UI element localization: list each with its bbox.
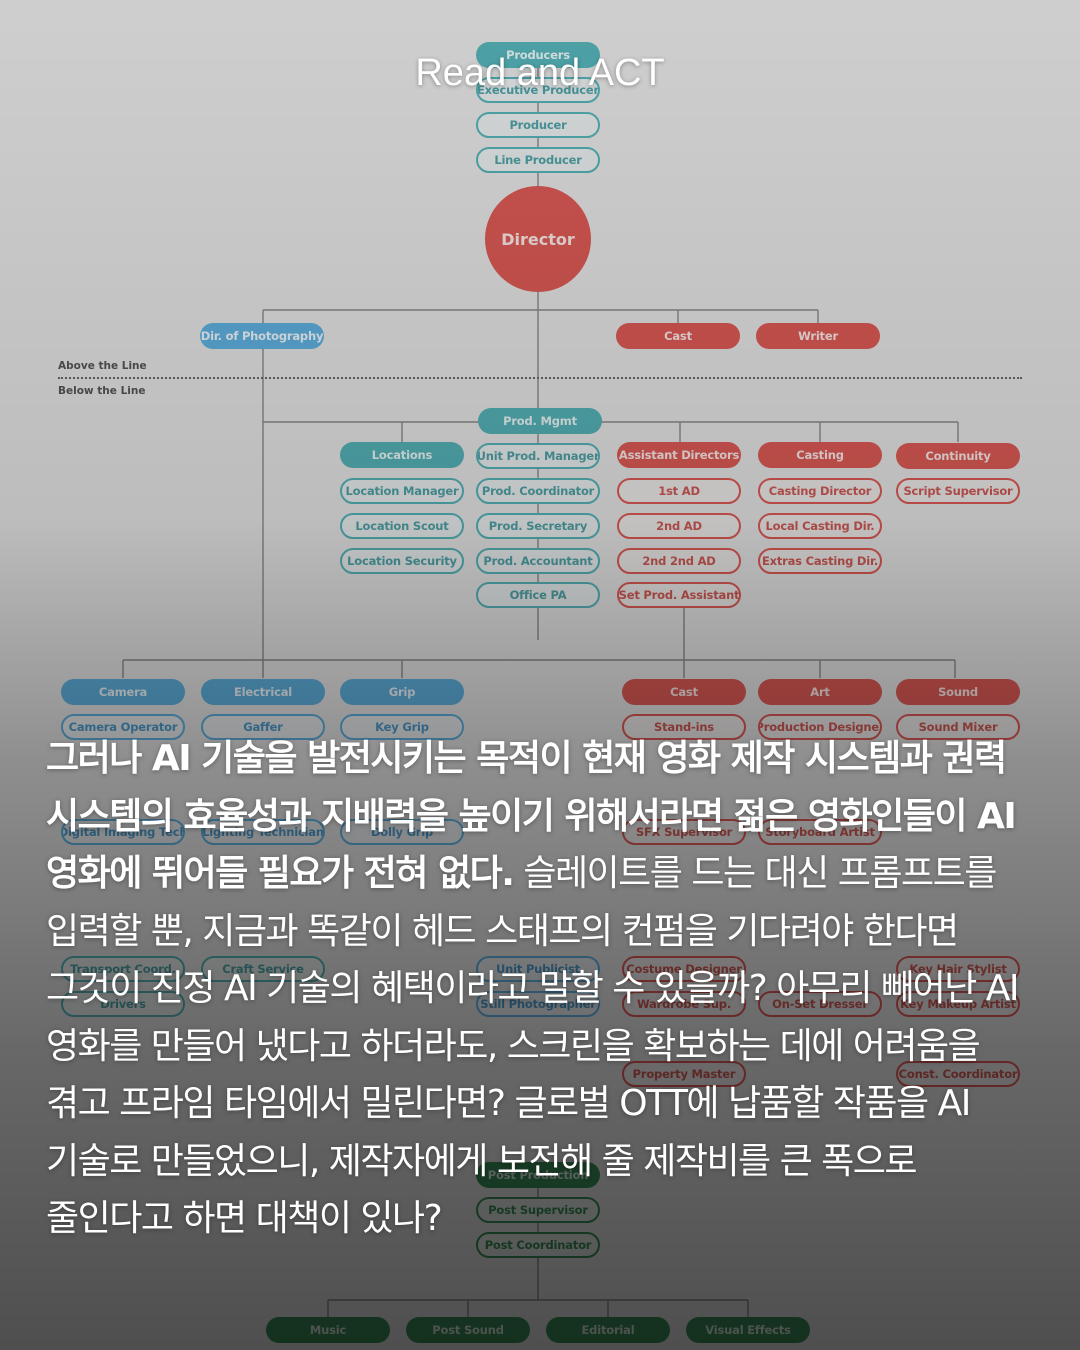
camera-node: Camera	[61, 679, 185, 705]
location-scout-node: Location Scout	[340, 513, 464, 539]
writer-node: Writer	[756, 323, 880, 349]
local-casting-dir-node: Local Casting Dir.	[758, 513, 882, 539]
above-the-line-label: Above the Line	[58, 360, 147, 372]
line-divider	[58, 377, 1022, 379]
line-producer-node: Line Producer	[476, 147, 600, 173]
electrical-node: Electrical	[201, 679, 325, 705]
continuity-node: Continuity	[896, 443, 1020, 469]
first-ad-node: 1st AD	[617, 478, 741, 504]
emphasized-sentence: 그러나 AI 기술을 발전시키는 목적이 현재 영화 제작 시스템과 권력 시스…	[46, 738, 1017, 894]
office-pa-node: Office PA	[476, 582, 600, 608]
locations-node: Locations	[340, 442, 464, 468]
dir-of-photography-node: Dir. of Photography	[200, 323, 324, 349]
paragraph-body: 슬레이트를 드는 대신 프롬프트를 입력할 뿐, 지금과 똑같이 헤드 스태프의…	[46, 853, 1020, 1239]
prod-coordinator-node: Prod. Coordinator	[476, 478, 600, 504]
extras-casting-dir-node: Extras Casting Dir.	[758, 548, 882, 574]
article-paragraph: 그러나 AI 기술을 발전시키는 목적이 현재 영화 제작 시스템과 권력 시스…	[46, 730, 1036, 1248]
casting-director-node: Casting Director	[758, 478, 882, 504]
second-second-ad-node: 2nd 2nd AD	[617, 548, 741, 574]
prod-secretary-node: Prod. Secretary	[476, 513, 600, 539]
director-node: Director	[485, 186, 591, 292]
music-node: Music	[266, 1317, 390, 1343]
unit-prod-manager-node: Unit Prod. Manager	[476, 443, 600, 469]
prod-accountant-node: Prod. Accountant	[476, 548, 600, 574]
script-supervisor-node: Script Supervisor	[896, 478, 1020, 504]
cast-dept-node: Cast	[622, 679, 746, 705]
location-manager-node: Location Manager	[340, 478, 464, 504]
casting-node: Casting	[758, 442, 882, 468]
post-sound-node: Post Sound	[406, 1317, 530, 1343]
visual-effects-node: Visual Effects	[686, 1317, 810, 1343]
set-prod-assistant-node: Set Prod. Assistant	[617, 582, 741, 608]
editorial-node: Editorial	[546, 1317, 670, 1343]
producer-node: Producer	[476, 112, 600, 138]
art-node: Art	[758, 679, 882, 705]
location-security-node: Location Security	[340, 548, 464, 574]
prod-mgmt-node: Prod. Mgmt	[478, 408, 602, 434]
below-the-line-label: Below the Line	[58, 385, 146, 397]
grip-node: Grip	[340, 679, 464, 705]
second-ad-node: 2nd AD	[617, 513, 741, 539]
brand-title: Read and ACT	[415, 52, 665, 94]
sound-node: Sound	[896, 679, 1020, 705]
cast-node: Cast	[616, 323, 740, 349]
assistant-directors-node: Assistant Directors	[617, 442, 741, 468]
